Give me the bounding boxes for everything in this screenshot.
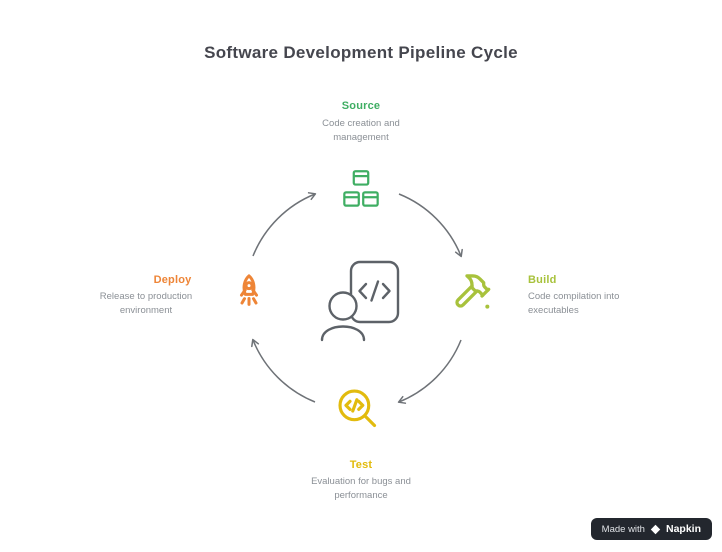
arrow-build-to-test	[397, 339, 462, 404]
build-hammer-icon	[455, 274, 491, 309]
napkin-badge[interactable]: Made with Napkin	[590, 518, 712, 540]
source-packages-icon	[343, 170, 379, 207]
source-label: Source	[341, 100, 381, 112]
test-label: Test	[349, 459, 373, 471]
test-description: Evaluation for bugs and performance	[311, 476, 411, 501]
arrow-test-to-deploy	[251, 338, 316, 403]
page-title: Software Development Pipeline Cycle	[204, 43, 518, 62]
arrow-deploy-to-source	[252, 192, 317, 257]
badge-brand-text: Napkin	[665, 523, 701, 535]
test-code-search-icon	[338, 389, 377, 428]
source-description: Code creation and management	[322, 118, 400, 143]
build-description: Code compilation into executables	[528, 291, 620, 316]
developer-with-code-document-icon	[320, 260, 400, 342]
deploy-rocket-icon	[240, 274, 258, 306]
build-spark-icon	[485, 304, 490, 309]
deploy-description: Release to production environment	[99, 291, 193, 316]
badge-made-with-text: Made with	[601, 523, 645, 535]
build-label: Build	[528, 274, 557, 286]
arrow-source-to-build	[398, 193, 463, 258]
deploy-label: Deploy	[153, 274, 192, 286]
napkin-logo-icon	[650, 524, 661, 534]
